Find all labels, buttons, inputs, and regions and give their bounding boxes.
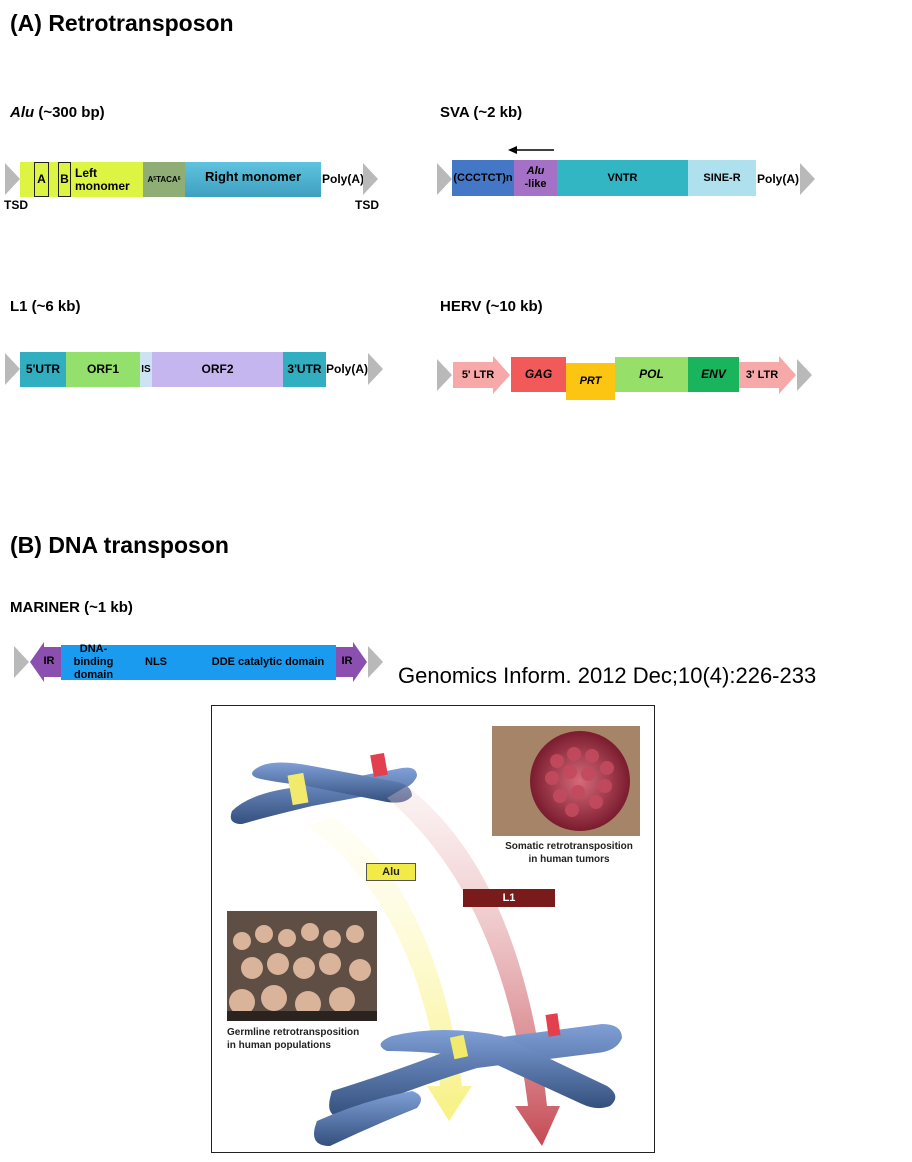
l1-5utr: 5'UTR	[20, 352, 66, 387]
mariner-dde: DDE catalytic domain	[211, 656, 325, 668]
alu-title-size: (~300 bp)	[34, 104, 105, 121]
mariner-left-arrow	[14, 646, 29, 678]
herv-right-arrow	[797, 359, 812, 391]
tumor-inset	[492, 726, 640, 836]
l1-arrow	[387, 786, 560, 1146]
alu-tag: Alu	[366, 863, 416, 881]
l1-orf1: ORF1	[66, 352, 140, 387]
citation: Genomics Inform. 2012 Dec;10(4):226-233	[398, 663, 817, 688]
somatic-caption: Somatic retrotransposition in human tumo…	[495, 840, 643, 866]
tsd-right-label: TSD	[355, 198, 379, 212]
mariner-ir-right-shape	[336, 642, 367, 682]
herv-5ltr-shape	[453, 356, 510, 394]
alu-a-box: A	[34, 162, 49, 197]
mariner-body	[61, 645, 336, 680]
sva-vntr: VNTR	[557, 160, 688, 196]
somatic-caption-line1: Somatic retrotransposition	[505, 841, 633, 852]
herv-3ltr-label: 3' LTR	[745, 368, 779, 381]
tsd-right-arrow	[363, 163, 378, 195]
sva-direction-arrow	[508, 146, 554, 154]
germline-caption: Germline retrotransposition in human pop…	[227, 1026, 387, 1052]
mariner-ir-right: IR	[341, 654, 353, 667]
herv-prt: PRT	[566, 363, 615, 400]
illustration-frame: Alu L1 Somatic retrotransposition in hum…	[211, 705, 655, 1153]
sva-alu-like-rest: -like	[524, 178, 547, 190]
alu-linker-sub1: 5	[153, 176, 157, 182]
sva-alu-like: Alu-like	[514, 160, 557, 196]
illustration-drawing	[227, 726, 640, 1146]
sva-left-arrow	[437, 163, 452, 195]
l1-is: IS	[140, 352, 152, 387]
mariner-ir-left: IR	[43, 654, 55, 667]
herv-gag: GAG	[511, 357, 566, 392]
mariner-nls: NLS	[145, 656, 167, 668]
bottom-chromosome	[313, 1013, 622, 1146]
mariner-title: MARINER (~1 kb)	[10, 599, 133, 616]
herv-left-arrow	[437, 359, 452, 391]
germline-caption-line2: in human populations	[227, 1040, 331, 1051]
alu-right-monomer: Right monomer	[185, 162, 321, 197]
tsd-left-arrow	[5, 163, 20, 195]
l1-polya: Poly(A)	[326, 362, 368, 376]
sva-sine-r: SINE-R	[688, 160, 756, 196]
section-a-title: (A) Retrotransposon	[10, 10, 234, 36]
herv-5ltr-label: 5' LTR	[461, 368, 495, 381]
alu-left-monomer-label: Left monomer	[75, 165, 130, 193]
l1-tag: L1	[463, 889, 555, 907]
sva-right-arrow	[800, 163, 815, 195]
mariner-ir-left-shape	[30, 642, 61, 682]
l1-left-arrow	[5, 353, 20, 385]
mariner-right-arrow	[368, 646, 383, 678]
alu-title-italic: Alu	[10, 104, 35, 121]
alu-b-box: B	[58, 162, 71, 197]
sva-alu-like-italic: Alu	[526, 165, 545, 177]
somatic-caption-line2: in human tumors	[528, 854, 610, 865]
sva-title: SVA (~2 kb)	[440, 104, 523, 121]
alu-title: Alu (~300 bp)	[10, 104, 105, 121]
mariner-dna-binding: DNA-binding domain	[73, 643, 114, 681]
herv-title: HERV (~10 kb)	[440, 298, 543, 315]
l1-title: L1 (~6 kb)	[10, 298, 81, 315]
germline-caption-line1: Germline retrotransposition	[227, 1027, 360, 1038]
herv-3ltr-shape	[739, 356, 796, 394]
herv-env: ENV	[688, 357, 739, 392]
l1-orf2: ORF2	[152, 352, 283, 387]
l1-right-arrow	[368, 353, 383, 385]
alu-left-monomer-box	[20, 162, 143, 197]
sva-polya: Poly(A)	[757, 172, 799, 186]
sva-ccctct: (CCCTCT)n	[452, 160, 514, 196]
section-b-title: (B) DNA transposon	[10, 532, 229, 558]
alu-linker-mid: TACA	[156, 175, 178, 184]
crowd-inset	[227, 911, 377, 1021]
alu-linker-sub2: 6	[177, 176, 181, 182]
alu-linker-a: A	[147, 175, 154, 184]
alu-polya: Poly(A)	[322, 172, 364, 186]
l1-3utr: 3'UTR	[283, 352, 326, 387]
herv-pol: POL	[615, 357, 688, 392]
top-chromosome	[230, 752, 417, 824]
tsd-left-label: TSD	[4, 198, 28, 212]
